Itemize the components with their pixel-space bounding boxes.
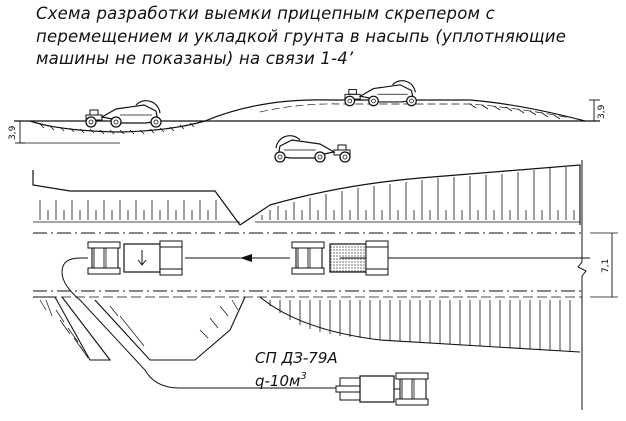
slope-hatch-top-left bbox=[39, 200, 217, 220]
tractor-scraper-icon bbox=[85, 100, 162, 128]
plan-section: 7,1 bbox=[32, 160, 618, 410]
diagram-title: Схема разработки выемки прицепным скрепе… bbox=[36, 3, 596, 71]
slope-hatch-bottom-left bbox=[39, 299, 89, 359]
slope-hatch-bottom-right bbox=[269, 300, 571, 351]
title-line-1: Схема разработки выемки прицепным скрепе… bbox=[36, 4, 495, 23]
cut-hatch bbox=[39, 122, 195, 135]
machine-model-label: СП ДЗ-79А bbox=[255, 349, 338, 367]
fill-hatch bbox=[469, 103, 561, 120]
loaded-bucket-icon bbox=[291, 240, 389, 276]
machine-capacity-label: q-10м3 bbox=[255, 371, 307, 390]
capacity-value: q-10м bbox=[255, 372, 300, 390]
slope-hatch-top-right bbox=[261, 167, 575, 220]
tractor-scraper-icon bbox=[344, 80, 417, 107]
capacity-superscript: 3 bbox=[300, 371, 306, 382]
tractor-scraper-icon bbox=[274, 135, 351, 163]
slope-hatch-bottom-mid bbox=[109, 299, 239, 347]
title-line-2: перемещением и укладкой грунта в насыпь … bbox=[36, 26, 567, 46]
direction-arrow-icon bbox=[240, 254, 252, 262]
tractor-scraper-icon bbox=[335, 372, 429, 406]
profile-section: 3,9 3,9 bbox=[8, 80, 607, 163]
dim-width: 7,1 bbox=[601, 259, 611, 273]
dim-right-height: 3,9 bbox=[597, 104, 607, 119]
dim-left-depth: 3,9 bbox=[8, 125, 18, 140]
tractor-scraper-icon bbox=[87, 240, 183, 276]
title-line-3: машины не показаны) на связи 1-4’ bbox=[36, 49, 354, 68]
